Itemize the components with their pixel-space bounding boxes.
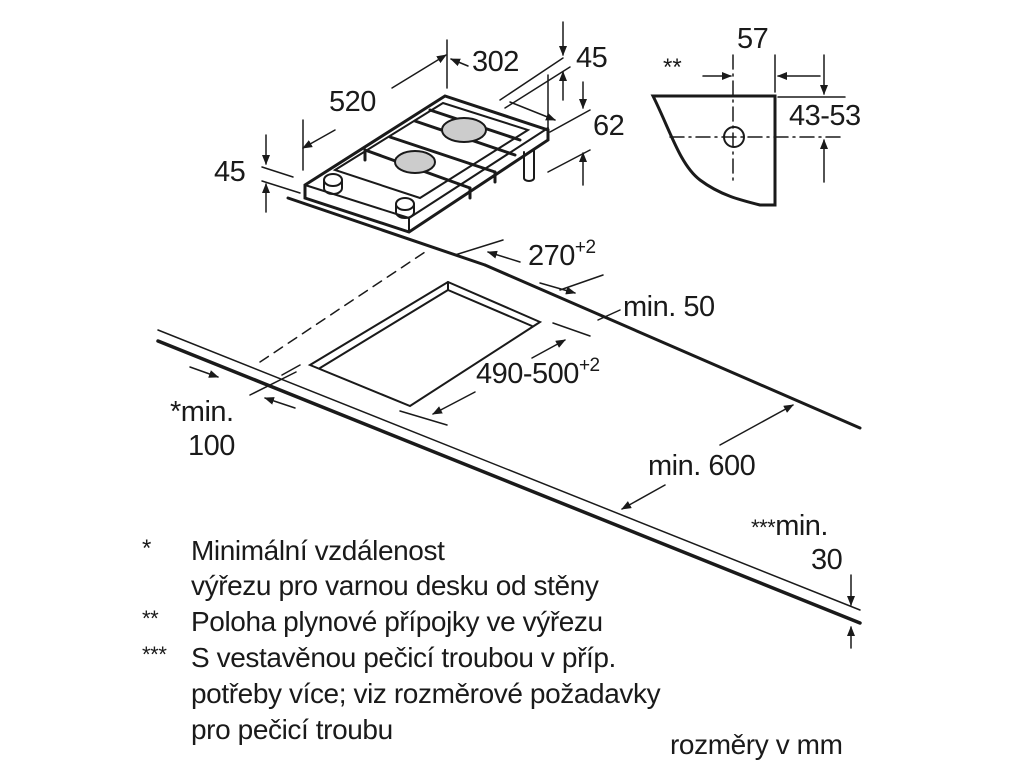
units-label: rozměry v mm bbox=[670, 729, 843, 760]
note-1-line-2: výřezu pro varnou desku od stěny bbox=[191, 570, 599, 601]
dim-43-53: 43-53 bbox=[789, 100, 861, 132]
dim-270-value: 270 bbox=[528, 240, 575, 272]
note-3-line-3: pro pečicí troubu bbox=[191, 714, 393, 745]
dim-270: 270+2 bbox=[528, 238, 596, 272]
note-3-line-1: S vestavěnou pečicí troubou v příp. bbox=[191, 642, 616, 673]
dim-oven-min: ***min. bbox=[751, 512, 828, 541]
dim-490-500-tol: +2 bbox=[578, 355, 600, 376]
note-3-line-2: potřeby více; viz rozměrové požadavky bbox=[191, 678, 661, 709]
note-1-line-1: Minimální vzdálenost bbox=[191, 535, 445, 566]
dim-min-50: min. 50 bbox=[623, 291, 715, 323]
oven-min-label: min. bbox=[775, 510, 828, 542]
dim-45-top: 45 bbox=[576, 42, 608, 74]
oven-marker: *** bbox=[751, 515, 776, 540]
wall-marker: * bbox=[170, 396, 181, 428]
note-2-marker: ** bbox=[142, 606, 159, 631]
note-2-line-1: Poloha plynové přípojky ve výřezu bbox=[191, 606, 603, 637]
note-1-marker: * bbox=[142, 535, 151, 562]
dim-490-500: 490-500+2 bbox=[476, 356, 600, 390]
dim-57: 57 bbox=[737, 23, 769, 55]
dim-270-tol: +2 bbox=[574, 237, 596, 258]
wall-min-label: min. bbox=[180, 396, 234, 428]
dim-30: 30 bbox=[811, 544, 843, 576]
dim-100: 100 bbox=[188, 430, 235, 462]
dim-302: 302 bbox=[472, 46, 519, 78]
dim-520: 520 bbox=[329, 86, 376, 118]
dim-wall-min: *min. bbox=[170, 398, 234, 427]
note-3-marker: *** bbox=[142, 642, 167, 667]
dim-62: 62 bbox=[593, 110, 625, 142]
dim-min-600: min. 600 bbox=[648, 450, 756, 482]
gas-marker: ** bbox=[663, 54, 682, 81]
dim-490-500-value: 490-500 bbox=[476, 358, 579, 390]
dim-45-left: 45 bbox=[214, 156, 246, 188]
hob-illustration bbox=[303, 94, 550, 234]
